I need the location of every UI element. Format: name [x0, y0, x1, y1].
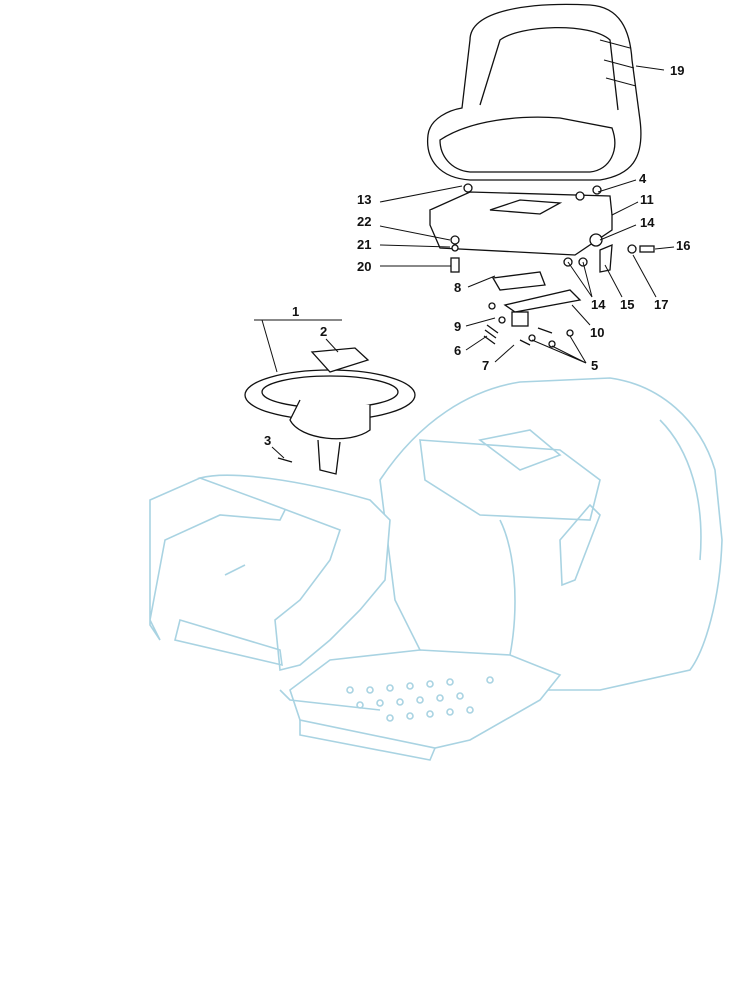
callout-9: 9	[454, 319, 461, 334]
callout-22: 22	[357, 214, 371, 229]
callout-14-lower: 14	[591, 297, 606, 312]
callout-14-upper: 14	[640, 215, 655, 230]
callout-13: 13	[357, 192, 371, 207]
tractor-body	[149, 377, 723, 761]
callout-17: 17	[654, 297, 668, 312]
callout-4: 4	[639, 171, 647, 186]
callout-2: 2	[320, 324, 327, 339]
callout-16: 16	[676, 238, 690, 253]
callout-21: 21	[357, 237, 371, 252]
callout-20: 20	[357, 259, 371, 274]
callout-6: 6	[454, 343, 461, 358]
callout-labels: 19 13 4 11 22 21 20 14 16 8 14 15 17 9 1…	[264, 63, 690, 448]
seat-plate	[429, 183, 655, 273]
callout-15: 15	[620, 297, 634, 312]
callout-5: 5	[591, 358, 598, 373]
leader-lines	[254, 65, 675, 459]
callout-8: 8	[454, 280, 461, 295]
callout-19: 19	[670, 63, 684, 78]
steering-wheel	[244, 347, 416, 475]
callout-11: 11	[640, 192, 654, 207]
callout-3: 3	[264, 433, 271, 448]
callout-1: 1	[292, 304, 299, 319]
footplate-holes	[346, 676, 494, 722]
seat-adjuster	[483, 271, 582, 348]
seat	[427, 3, 642, 181]
callout-10: 10	[590, 325, 604, 340]
callout-7: 7	[482, 358, 489, 373]
